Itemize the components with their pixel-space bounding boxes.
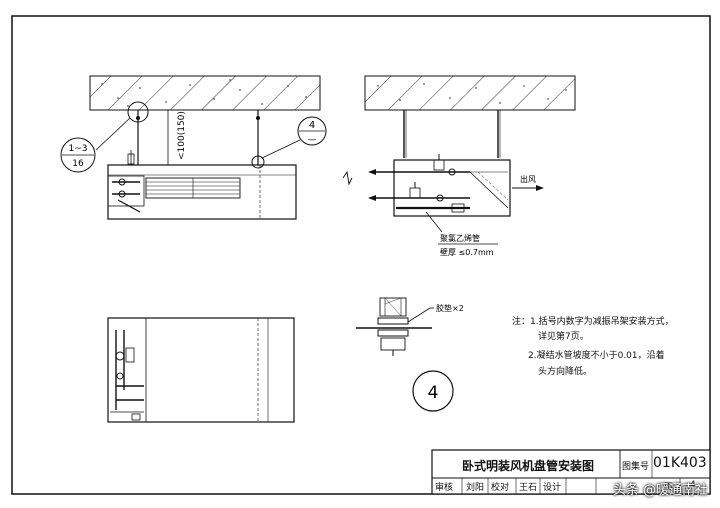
dimension-label: <100(150) (177, 111, 187, 160)
detail-4-number: 4 (428, 383, 439, 403)
review-signature: 刘阳 (466, 483, 485, 493)
callout-1-bottom: 16 (72, 159, 84, 169)
washer-label: 胶垫×2 (436, 303, 464, 313)
outlet-label: 出风 (520, 174, 536, 184)
atlas-number: 01K403 (653, 455, 707, 471)
check-signature: 王石 (519, 483, 538, 493)
watermark: 头条 @暖通南社 (612, 483, 708, 498)
review-label: 审核 (435, 483, 454, 493)
pipe-material-label: 聚氯乙烯管 (440, 233, 480, 243)
note-line-1: 注：1.括号内数字为减振吊架安装方式， (512, 317, 674, 327)
detail-4-drawing (356, 297, 454, 412)
pipe-thickness-label: 壁厚 ≤0.7mm (440, 247, 494, 257)
note-line-3: 2.凝结水管坡度不小于0.01，沿着 (528, 351, 665, 361)
fan-coil-unit-front (107, 164, 297, 220)
title-block-frame (431, 449, 711, 495)
ceiling-slab-left (89, 75, 321, 111)
right-side-view (342, 75, 576, 233)
bottom-plan-view (107, 317, 295, 423)
ceiling-slab-right (364, 75, 576, 111)
fan-coil-unit-plan (107, 317, 295, 423)
callout-2-bottom: — (308, 135, 317, 145)
left-front-view (89, 75, 321, 220)
fan-coil-unit-side (393, 159, 511, 217)
note-line-2: 详见第7页。 (538, 332, 589, 342)
callout-detail-4: 4 — (261, 116, 327, 159)
callout-detail-1: 1~3 16 (60, 117, 131, 173)
sheet-border (11, 15, 711, 495)
callout-1-top: 1~3 (69, 144, 88, 154)
design-label: 设计 (543, 483, 562, 493)
callout-2-top: 4 (309, 120, 315, 131)
page-number: 4 (690, 480, 696, 490)
drawing-title: 卧式明装风机盘管安装图 (462, 459, 595, 473)
check-label: 校对 (491, 483, 510, 493)
atlas-label: 图集号 (622, 462, 650, 472)
note-line-4: 头方向降低。 (538, 367, 593, 377)
page-label: 页 (664, 483, 674, 493)
